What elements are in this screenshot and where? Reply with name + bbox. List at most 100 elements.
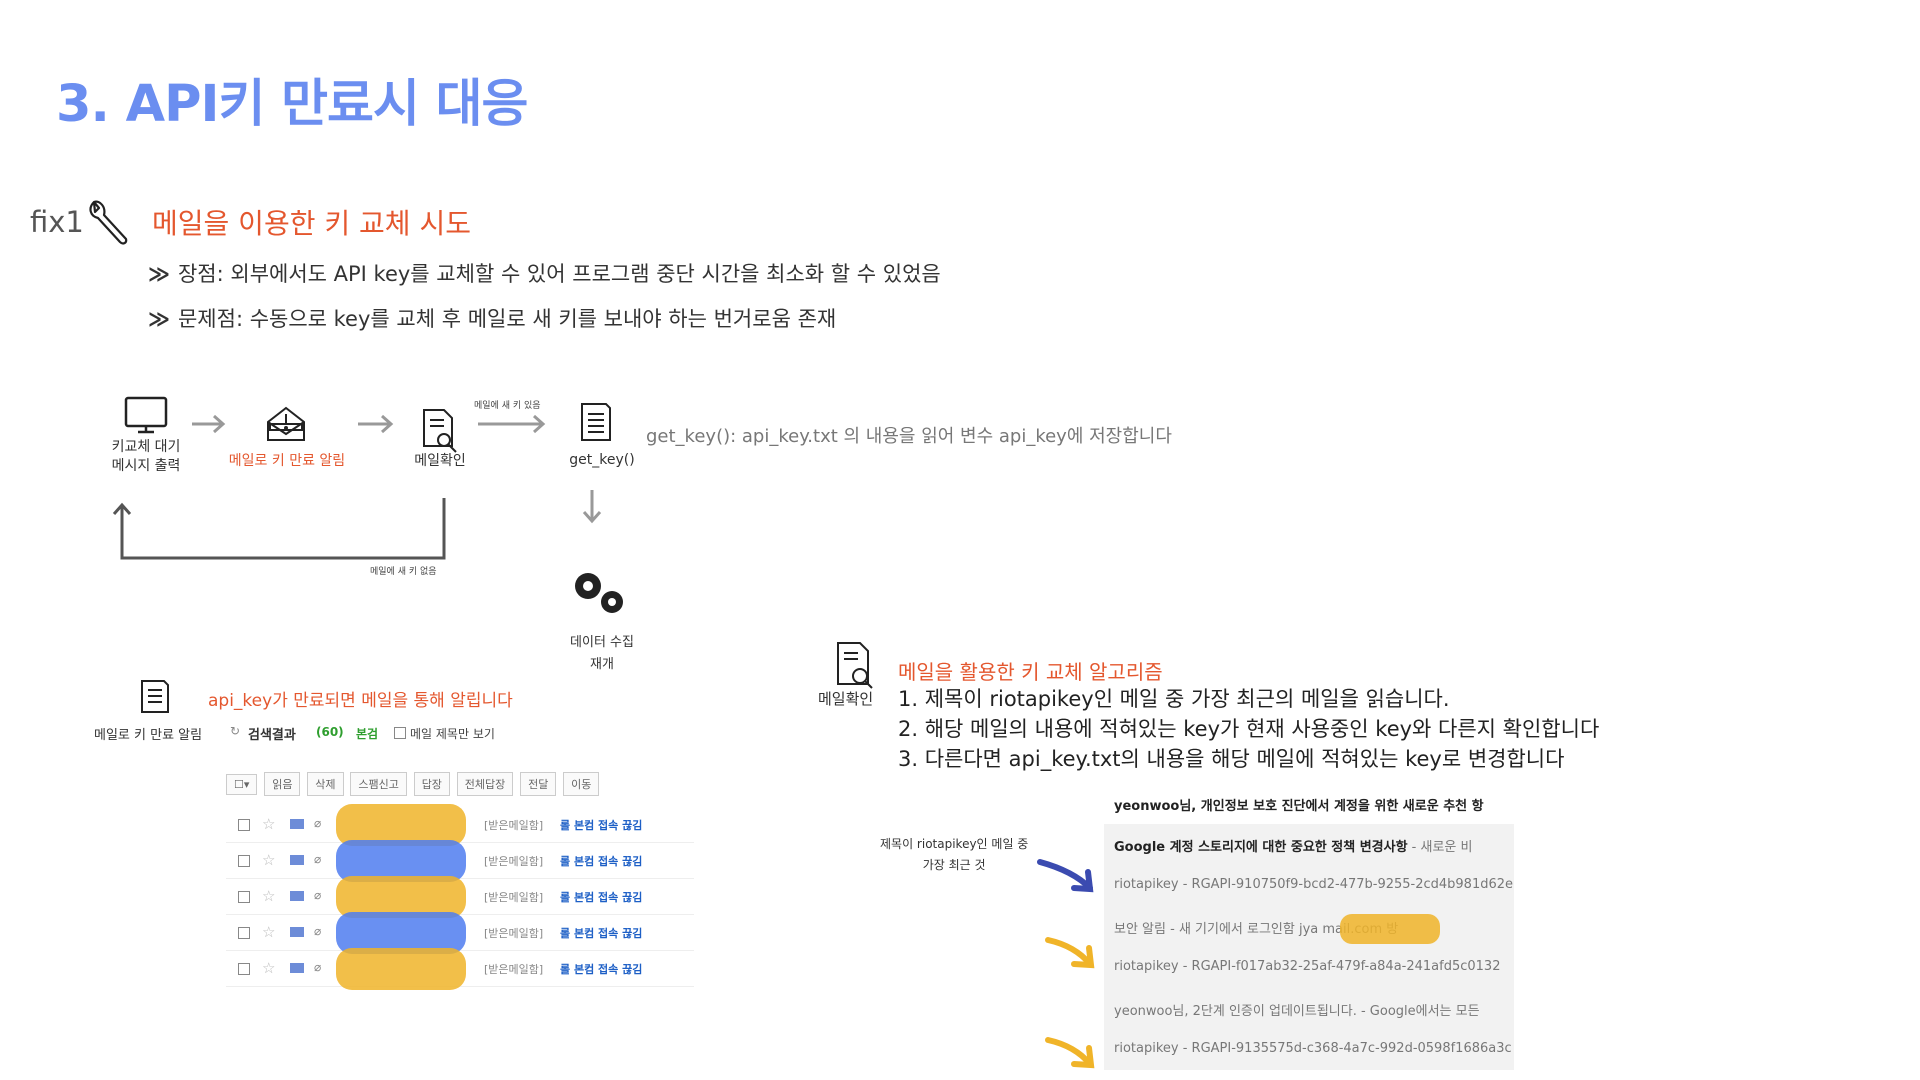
inbox-row-sender: Google 계정 스토리지에 대한 중요한 정책 변경사항 — [1114, 840, 1408, 855]
notify-heading: api_key가 만료되면 메일을 통해 알립니다 — [208, 691, 513, 711]
mail-folder-tag: [받은메일함] — [484, 927, 544, 940]
redacted-sender — [336, 876, 466, 918]
read-button[interactable]: 읽음 — [264, 772, 301, 796]
chevron-icon: ≫ — [148, 307, 170, 331]
loop-arrow — [112, 498, 446, 560]
inbox-row-sender: riotapikey — [1114, 959, 1179, 974]
step-resume: 데이터 수집 재개 — [570, 635, 634, 672]
spam-button[interactable]: 스팸신고 — [350, 772, 407, 796]
row-checkbox[interactable] — [238, 855, 250, 867]
envelope-icon — [290, 891, 304, 901]
subject-only-label: 메일 제목만 보기 — [410, 727, 495, 741]
mail-row[interactable]: ☆ ⌀ [받은메일함] 롤 본컴 접속 끊김 — [226, 948, 694, 990]
gears-icon — [575, 573, 623, 613]
inbox-row[interactable]: riotapikey - RGAPI-910750f9-bcd2-477b-92… — [1104, 865, 1514, 906]
envelope-icon — [290, 927, 304, 937]
callout-arrow-yellow — [1045, 937, 1095, 1069]
row-checkbox[interactable] — [238, 927, 250, 939]
mail-row[interactable]: ☆ ⌀ [받은메일함] 롤 본컴 접속 끊김 — [226, 840, 694, 882]
search-result-count: (60) — [316, 725, 344, 739]
star-icon[interactable]: ☆ — [262, 815, 276, 833]
mail-toolbar: ☐▾ 읽음 삭제 스팸신고 답장 전체답장 전달 이동 — [226, 772, 694, 798]
inbox-row[interactable]: Google 계정 스토리지에 대한 중요한 정책 변경사항 - 새로운 비 — [1104, 824, 1514, 865]
chevron-icon: ≫ — [148, 262, 170, 286]
inbox-row[interactable]: riotapikey - RGAPI-9135575d-c368-4a7c-99… — [1104, 1029, 1514, 1070]
inbox-row-preview: - 새로운 비 — [1407, 840, 1473, 855]
mail-subject[interactable]: 롤 본컴 접속 끊김 — [560, 963, 643, 976]
attachment-icon: ⌀ — [314, 888, 322, 902]
mail-alert-icon — [267, 406, 305, 441]
step-wait-message: 키교체 대기 메시지 출력 — [111, 439, 181, 474]
select-all-checkbox[interactable]: ☐▾ — [226, 774, 258, 795]
forward-button[interactable]: 전달 — [520, 772, 557, 796]
step-mail-notify: 메일로 키 만료 알림 — [228, 453, 346, 469]
fix-label: fix1 — [30, 205, 84, 239]
mail-search-bar: ↻ 검색결과 (60) 본검 메일 제목만 보기 — [226, 724, 694, 744]
mail-row[interactable]: ☆ ⌀ [받은메일함] 롤 본컴 접속 끊김 — [226, 804, 694, 846]
attachment-icon: ⌀ — [314, 960, 322, 974]
page-title: 3. API키 만료시 대응 — [56, 75, 528, 134]
document-icon — [581, 403, 611, 441]
attachment-icon: ⌀ — [314, 852, 322, 866]
algorithm-icon-label: 메일확인 — [818, 690, 874, 708]
wrench-icon — [89, 200, 128, 245]
callout-arrow-blue — [1037, 859, 1094, 893]
inbox-row[interactable]: yeonwoo님, 2단계 인증이 업데이트됩니다. - Google에서는 모… — [1104, 988, 1514, 1029]
step-mail-check: 메일확인 — [414, 453, 466, 469]
notify-icon-label: 메일로 키 만료 알림 — [94, 728, 203, 743]
attachment-icon: ⌀ — [314, 924, 322, 938]
envelope-icon — [290, 819, 304, 829]
pros-bullet: ≫ 장점: 외부에서도 API key를 교체할 수 있어 프로그램 중단 시간을… — [148, 258, 941, 288]
inbox-screenshot: yeonwoo님, 개인정보 보호 진단에서 계정을 위한 새로운 추천 항 G… — [1104, 783, 1514, 1073]
subject-only-checkbox[interactable] — [394, 727, 406, 739]
row-checkbox[interactable] — [238, 819, 250, 831]
delete-button[interactable]: 삭제 — [307, 772, 344, 796]
mail-row[interactable]: ☆ ⌀ [받은메일함] 롤 본컴 접속 끊김 — [226, 876, 694, 918]
mail-folder-tag: [받은메일함] — [484, 891, 544, 904]
redacted-sender — [336, 840, 466, 882]
inbox-row[interactable]: riotapikey - RGAPI-f017ab32-25af-479f-a8… — [1104, 947, 1514, 988]
mail-subject[interactable]: 롤 본컴 접속 끊김 — [560, 891, 643, 904]
redacted-email — [1340, 914, 1440, 944]
inbox-row-preview: - Google에서는 모든 — [1356, 1004, 1480, 1019]
inbox-row-sender: 보안 알림 — [1114, 922, 1166, 937]
inbox-row-sender: yeonwoo님, 2단계 인증이 업데이트됩니다. — [1114, 1004, 1357, 1019]
inbox-row-preview: - RGAPI-9135575d-c368-4a7c-992d-0598f168… — [1178, 1041, 1512, 1056]
inbox-row-sender: riotapikey — [1114, 1041, 1179, 1056]
step-get-key: get_key() — [569, 452, 635, 468]
arrow-label-no-key: 메일에 새 키 없음 — [370, 567, 437, 577]
mail-folder-tag: [받은메일함] — [484, 819, 544, 832]
mail-folder-tag: [받은메일함] — [484, 963, 544, 976]
reply-button[interactable]: 답장 — [413, 772, 450, 796]
algorithm-step-2: 2. 해당 메일의 내용에 적혀있는 key가 현재 사용중인 key와 다른지… — [898, 717, 1600, 741]
row-checkbox[interactable] — [238, 891, 250, 903]
mail-subject[interactable]: 롤 본컴 접속 끊김 — [560, 855, 643, 868]
mail-row[interactable]: ☆ ⌀ [받은메일함] 롤 본컴 접속 끊김 — [226, 912, 694, 954]
star-icon[interactable]: ☆ — [262, 959, 276, 977]
algorithm-step-1: 1. 제목이 riotapikey인 메일 중 가장 최근의 메일을 읽습니다. — [898, 687, 1450, 711]
inbox-row[interactable]: yeonwoo님, 개인정보 보호 진단에서 계정을 위한 새로운 추천 항 — [1104, 783, 1514, 824]
star-icon[interactable]: ☆ — [262, 851, 276, 869]
cons-bullet: ≫문제점: 수동으로 key를 교체 후 메일로 새 키를 보내야 하는 번거로… — [148, 303, 836, 333]
search-result-label: 검색결과 — [248, 728, 296, 743]
arrow-label-new-key: 메일에 새 키 있음 — [474, 401, 541, 411]
move-button[interactable]: 이동 — [563, 772, 600, 796]
star-icon[interactable]: ☆ — [262, 887, 276, 905]
refresh-icon[interactable]: ↻ — [230, 724, 241, 738]
mail-folder-tag: [받은메일함] — [484, 855, 544, 868]
reply-all-button[interactable]: 전체답장 — [456, 772, 514, 796]
pros-text: 장점: 외부에서도 API key를 교체할 수 있어 프로그램 중단 시간을 … — [177, 262, 941, 286]
mail-subject[interactable]: 롤 본컴 접속 끊김 — [560, 819, 643, 832]
redacted-sender — [336, 948, 466, 990]
inbox-row[interactable]: 보안 알림 - 새 기기에서 로그인함 jya mail.com 방 — [1104, 906, 1514, 947]
inbox-row-sender: riotapikey — [1114, 877, 1179, 892]
mail-subject[interactable]: 롤 본컴 접속 끊김 — [560, 927, 643, 940]
document-search-icon — [423, 409, 457, 453]
star-icon[interactable]: ☆ — [262, 923, 276, 941]
inbox-row-sender: yeonwoo님, 개인정보 보호 진단에서 계정을 위한 새로운 추천 항 — [1114, 799, 1484, 814]
search-scope[interactable]: 본검 — [356, 727, 379, 741]
envelope-icon — [290, 855, 304, 865]
row-checkbox[interactable] — [238, 963, 250, 975]
algorithm-heading: 메일을 활용한 키 교체 알고리즘 — [898, 660, 1163, 684]
attachment-icon: ⌀ — [314, 816, 322, 830]
